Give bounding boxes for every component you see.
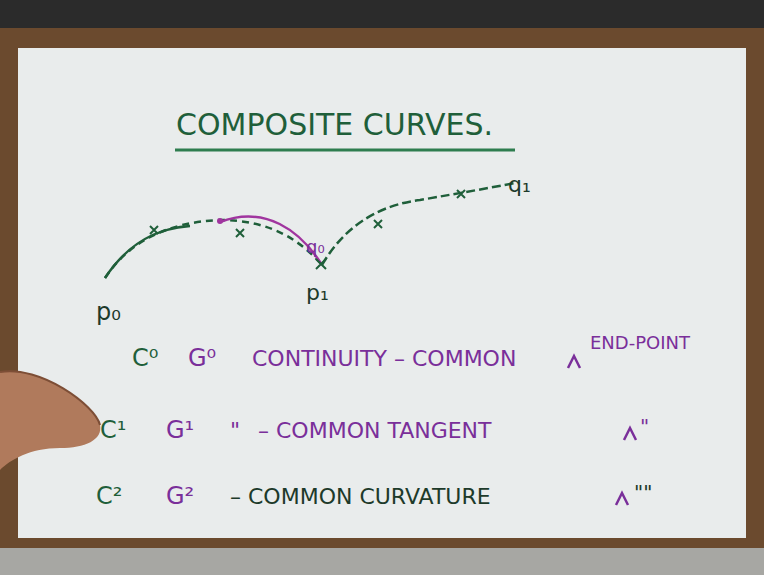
- point-label: p₁: [306, 282, 329, 304]
- definition-text: CONTINUITY – COMMON: [252, 348, 516, 370]
- continuity-symbol: C⁰: [132, 346, 158, 370]
- continuity-symbol: C¹: [100, 418, 126, 442]
- continuity-symbol: C²: [96, 484, 122, 508]
- magenta-point: [217, 218, 223, 224]
- definition-text: – COMMON CURVATURE: [230, 486, 491, 508]
- continuity-symbol: G²: [166, 484, 194, 508]
- definition-text: – COMMON TANGENT: [258, 420, 491, 442]
- point-label: q₁: [508, 174, 531, 196]
- bottom-strip: [0, 548, 764, 575]
- ditto-mark: ": [640, 416, 649, 436]
- curve-start: [105, 226, 190, 278]
- ditto-mark: "": [634, 482, 652, 502]
- ditto-mark: ": [230, 420, 240, 442]
- definition-text: END-POINT: [590, 334, 690, 352]
- second-curve: [322, 183, 515, 265]
- continuity-symbol: G¹: [166, 418, 194, 442]
- finger: [0, 371, 100, 470]
- board-frame: [0, 28, 764, 548]
- point-label: q₀: [306, 238, 325, 256]
- control-crosses: [150, 190, 465, 269]
- finger-edge: [0, 371, 100, 425]
- title-underline: [175, 149, 515, 152]
- top-bar: [0, 0, 764, 28]
- point-label: p₀: [96, 300, 121, 324]
- board-title: COMPOSITE CURVES.: [176, 110, 493, 140]
- continuity-symbol: G⁰: [188, 346, 216, 370]
- caret-marks: [568, 356, 636, 505]
- board-paper: [18, 48, 746, 538]
